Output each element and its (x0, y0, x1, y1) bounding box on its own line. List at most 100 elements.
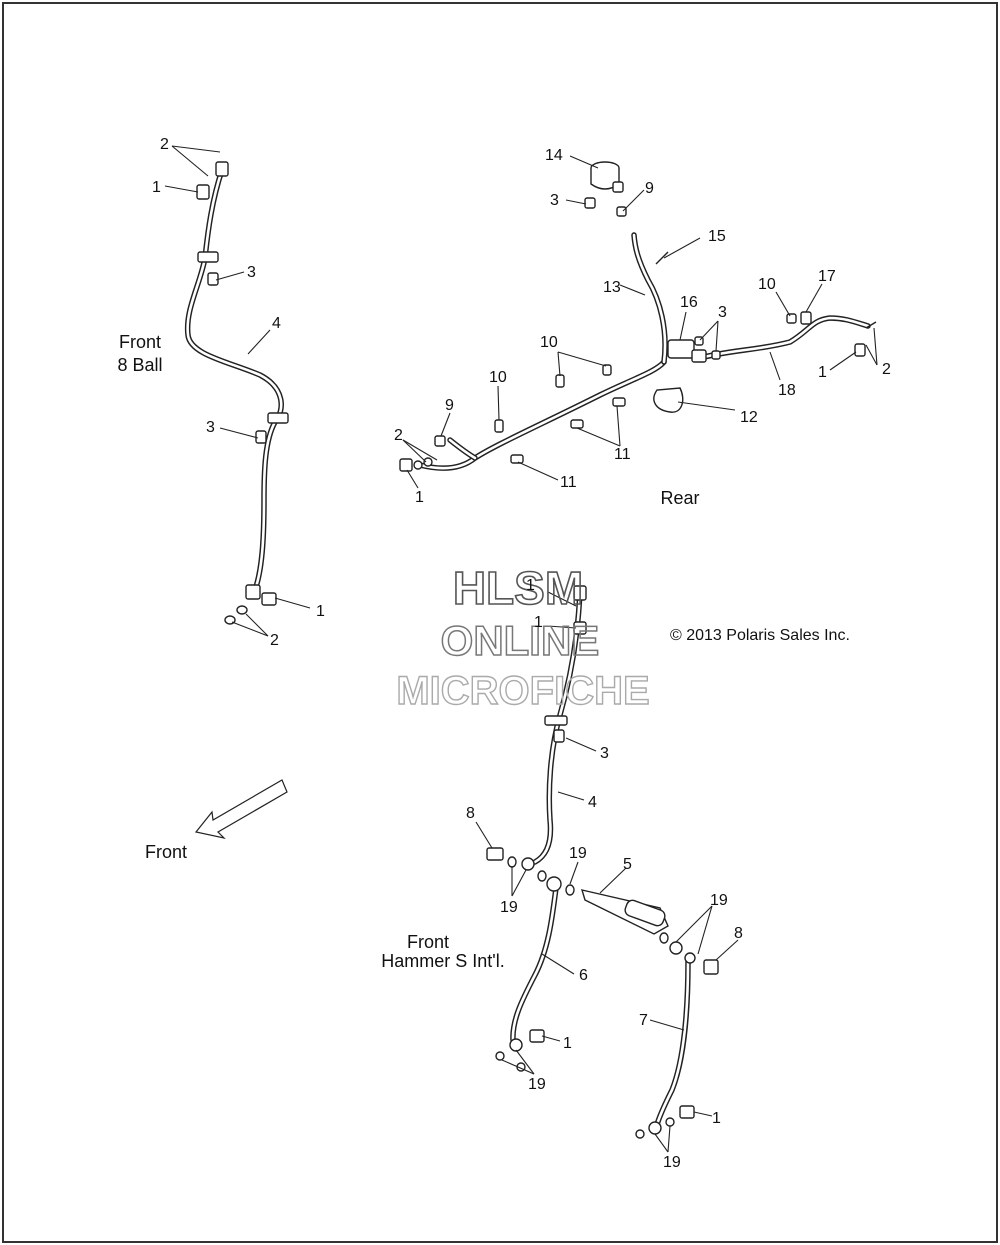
reservoir-icon (590, 161, 624, 193)
callout-number: 7 (639, 1012, 648, 1029)
front-8ball-title: Front (119, 332, 161, 352)
washer-icon (659, 932, 669, 944)
callout-number: 5 (623, 856, 632, 873)
callout-number: 1 (152, 179, 161, 196)
front-hammer-title: Front (407, 932, 449, 952)
front-8ball-subtitle: 8 Ball (117, 355, 162, 375)
callout-number: 9 (645, 180, 654, 197)
fastener-icon (786, 313, 797, 324)
fitting-end-icon (865, 321, 877, 329)
fitting-top-icon (196, 161, 229, 200)
banjo-bolt-icon (529, 1029, 545, 1043)
washer-icon (423, 457, 433, 467)
callout-number: 3 (247, 264, 256, 281)
fitting-icon (854, 343, 866, 357)
front-arrow-label: Front (145, 842, 187, 862)
bolt-icon (553, 729, 565, 743)
washer-icon (684, 952, 696, 964)
washer-icon (648, 1121, 662, 1135)
front-hammer-brake-line (475, 585, 739, 1153)
front-direction-arrow-icon (194, 779, 288, 840)
clip-icon (616, 206, 627, 217)
front-8ball-brake-line (164, 145, 311, 637)
callout-number: 1 (415, 489, 424, 506)
washer-icon (537, 870, 547, 882)
callout-number: 13 (603, 279, 621, 296)
callout-number: 19 (500, 899, 518, 916)
washer-icon (635, 1129, 645, 1139)
clip-icon (494, 419, 504, 433)
callout-number: 16 (680, 294, 698, 311)
callout-number: 9 (445, 397, 454, 414)
callout-number: 12 (740, 409, 758, 426)
rear-brake-line (399, 155, 878, 489)
watermark-line-2: ONLINE (441, 617, 600, 664)
callout-number: 8 (466, 805, 475, 822)
banjo-bolt-icon (679, 1105, 695, 1119)
pin-icon (655, 251, 669, 265)
callout-number: 19 (663, 1154, 681, 1171)
callout-number: 8 (734, 925, 743, 942)
callout-number: 1 (526, 577, 535, 594)
callout-number: 10 (758, 276, 776, 293)
clip-icon (612, 397, 626, 407)
callout-number: 18 (778, 382, 796, 399)
banjo-bolt-icon (399, 458, 413, 472)
banjo-bolt-icon (486, 847, 504, 861)
bracket-clip-icon (197, 251, 289, 444)
callout-number: 19 (569, 845, 587, 862)
callout-number: 2 (270, 632, 279, 649)
washer-icon (509, 1038, 523, 1052)
callout-number: 1 (316, 603, 325, 620)
clip-icon (570, 419, 584, 429)
callout-number: 6 (579, 967, 588, 984)
callout-number: 19 (528, 1076, 546, 1093)
banjo-bolt-icon (703, 959, 719, 975)
callout-numbers: 2 1 3 4 3 1 2 14 3 9 15 13 16 3 10 17 1 … (152, 136, 891, 1171)
washer-icon (495, 1051, 505, 1061)
washer-icon (669, 941, 683, 955)
callout-number: 19 (710, 892, 728, 909)
valve-bracket-icon (667, 339, 707, 363)
callout-number: 15 (708, 228, 726, 245)
banjo-bolt-icon (224, 584, 277, 625)
callout-number: 4 (588, 794, 597, 811)
callout-number: 11 (614, 446, 631, 463)
callout-number: 4 (272, 315, 281, 332)
washer-icon (507, 856, 517, 868)
callout-number: 3 (718, 304, 727, 321)
callout-number: 1 (712, 1110, 721, 1127)
master-cylinder-icon (580, 889, 669, 935)
callout-number: 3 (600, 745, 609, 762)
washer-icon (665, 1117, 675, 1127)
front-hammer-subtitle: Hammer S Int'l. (381, 951, 504, 971)
callout-number: 10 (540, 334, 558, 351)
bracket-clip-icon (544, 715, 568, 726)
callout-number: 10 (489, 369, 507, 386)
callout-number: 17 (818, 268, 836, 285)
callout-number: 3 (206, 419, 215, 436)
grommet-icon (653, 387, 684, 413)
watermark-line-3: MICROFICHE (396, 669, 649, 713)
washer-icon (413, 460, 423, 470)
fitting-icon (800, 311, 812, 325)
washer-icon (521, 857, 535, 871)
callout-number: 2 (882, 361, 891, 378)
callout-number: 3 (550, 192, 559, 209)
washer-icon (546, 876, 562, 892)
fastener-icon (711, 350, 721, 360)
copyright-text: © 2013 Polaris Sales Inc. (670, 627, 850, 644)
washer-icon (565, 884, 575, 896)
callout-number: 1 (818, 364, 827, 381)
watermark: HLSM ONLINE MICROFICHE (396, 561, 651, 714)
callout-number: 11 (560, 474, 577, 491)
callout-number: 2 (394, 427, 403, 444)
callout-number: 1 (563, 1035, 572, 1052)
bolt-icon (584, 197, 596, 209)
rear-title: Rear (660, 488, 699, 508)
nut-icon (434, 435, 446, 447)
callout-number: 1 (534, 614, 543, 631)
callout-number: 14 (545, 147, 563, 164)
